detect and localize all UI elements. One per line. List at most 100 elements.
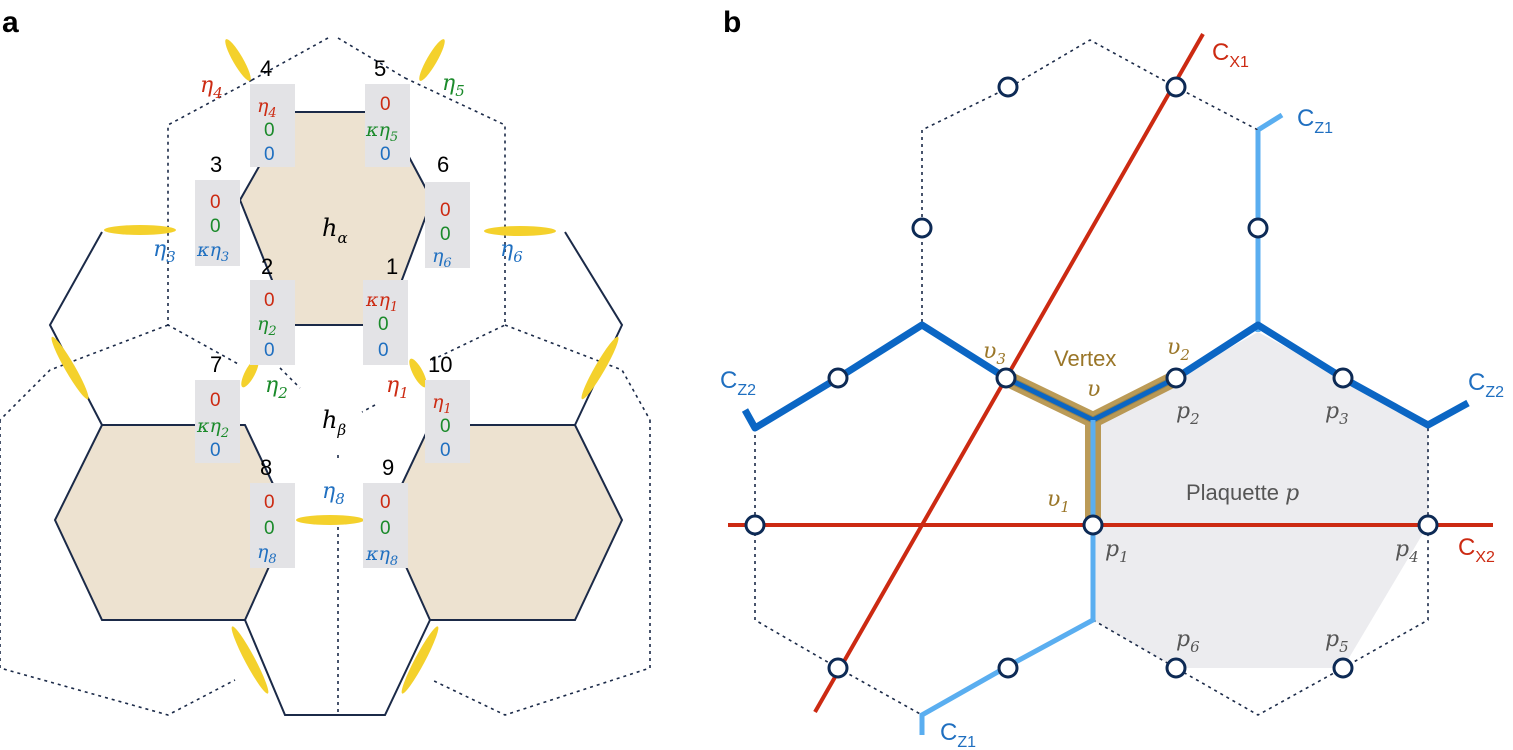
eta8-label: η8 (322, 479, 345, 508)
site6-blue: η6 (432, 245, 452, 271)
qubit-v3 (995, 367, 1017, 389)
site-number-5: 5 (374, 56, 386, 81)
bond-eta4 (225, 39, 251, 81)
site10-blue: 0 (440, 440, 451, 461)
eta1-label: η1 (386, 373, 409, 402)
cz1-top-tail (1256, 112, 1284, 133)
qubit-p6 (1165, 657, 1187, 679)
site-box-6 (425, 182, 470, 268)
site7-red: 0 (210, 390, 221, 411)
qubit-p2 (1165, 367, 1187, 389)
site-box-3 (195, 180, 240, 266)
qubit (1165, 76, 1187, 98)
qubit (827, 367, 849, 389)
dotted-lattice (0, 37, 651, 716)
bond-bottom-right (401, 626, 439, 694)
qubit-p4 (1417, 514, 1439, 536)
qubit-circles (744, 76, 1439, 679)
bond-eta8 (296, 515, 364, 525)
site-box-1 (363, 280, 408, 365)
panel-a-label: a (2, 6, 19, 39)
plaquette-label: Plaquette p (1186, 480, 1299, 506)
bond-eta1 (409, 358, 427, 388)
p4-label: p4 (1395, 537, 1419, 566)
site7-blue: 0 (210, 440, 221, 461)
p2-label: p2 (1176, 399, 1200, 428)
site4-green: 0 (264, 120, 275, 141)
site-number-3: 3 (210, 152, 222, 177)
qubit-p5 (1332, 657, 1354, 679)
eta4-label: η4 (200, 73, 223, 102)
hexagon-right (383, 424, 624, 621)
bond-bottom-left (231, 626, 269, 694)
v1-label: υ1 (1047, 487, 1070, 516)
qubit (744, 514, 766, 536)
qubit (997, 657, 1019, 679)
site-number-9: 9 (382, 455, 394, 480)
eta5-label: η5 (442, 71, 465, 100)
operator-labels: CX1 CX2 CZ1 CZ1 CZ2 CZ2 (720, 39, 1504, 750)
site3-green: 0 (210, 216, 221, 237)
bond-eta6 (484, 226, 556, 236)
site6-red: 0 (440, 200, 451, 221)
site-box-9 (363, 483, 408, 568)
site-box-8 (250, 483, 295, 568)
site10-green: 0 (440, 416, 451, 437)
site2-green: η2 (257, 313, 277, 339)
box-contents: η4 0 0 0 κη5 0 0 0 κη3 0 0 η6 0 η2 0 κη1… (196, 94, 452, 569)
p6-label: p6 (1176, 627, 1200, 656)
plaquette-labels: Plaquette p p1 p2 p3 p4 p5 p6 (1105, 399, 1419, 656)
plaquette-shading (1093, 332, 1428, 668)
v3-label: υ3 (983, 339, 1006, 368)
site1-blue: 0 (378, 340, 389, 361)
qubit-p3 (1332, 367, 1354, 389)
site3-blue: κη3 (196, 239, 229, 265)
vertex-labels: Vertex υ υ3 υ2 υ1 (983, 335, 1190, 516)
site-boxes (195, 84, 470, 568)
h-beta-label: hβ (322, 406, 346, 439)
site-number-4: 4 (260, 56, 272, 81)
qubit (827, 657, 849, 679)
site3-red: 0 (210, 192, 221, 213)
site8-blue: η8 (257, 541, 277, 567)
bond-eta5 (419, 39, 445, 81)
cz2-left-label: CZ2 (720, 367, 756, 399)
site-number-10: 10 (428, 352, 452, 377)
bond-right (581, 336, 619, 400)
p3-label: p3 (1325, 399, 1349, 428)
site-box-2 (250, 280, 295, 365)
bond-eta2 (241, 358, 259, 388)
site4-red: η4 (257, 95, 277, 121)
site1-red: κη1 (365, 289, 398, 315)
site9-blue: κη8 (365, 543, 398, 569)
qubit (997, 76, 1019, 98)
dotted-lattice-b (754, 39, 1429, 716)
p1-label: p1 (1105, 537, 1129, 566)
cz2-right-label: CZ2 (1468, 369, 1504, 401)
site-number-8: 8 (260, 455, 272, 480)
site6-green: 0 (440, 224, 451, 245)
site8-red: 0 (264, 492, 275, 513)
bond-left (51, 336, 89, 400)
eta2-label: η2 (265, 373, 288, 402)
panel-b-label: b (723, 6, 741, 39)
qubit-p1 (1082, 514, 1104, 536)
h-alpha-label: hα (322, 214, 348, 247)
site-number-6: 6 (437, 152, 449, 177)
qubit (911, 217, 933, 239)
site1-green: 0 (378, 314, 389, 335)
site-box-5 (365, 84, 410, 167)
panel-a: a (0, 6, 651, 716)
site10-red: η1 (432, 391, 452, 417)
site-box-7 (195, 380, 240, 463)
cz1-top-label: CZ1 (1297, 105, 1333, 137)
site-box-10 (425, 380, 470, 463)
v2-label: υ2 (1167, 335, 1190, 364)
cx2-label: CX2 (1458, 534, 1495, 566)
site8-green: 0 (264, 518, 275, 539)
site-box-4 (250, 84, 295, 167)
qubit (1247, 217, 1269, 239)
cx1-label: CX1 (1212, 39, 1249, 71)
site5-blue: 0 (380, 144, 391, 165)
